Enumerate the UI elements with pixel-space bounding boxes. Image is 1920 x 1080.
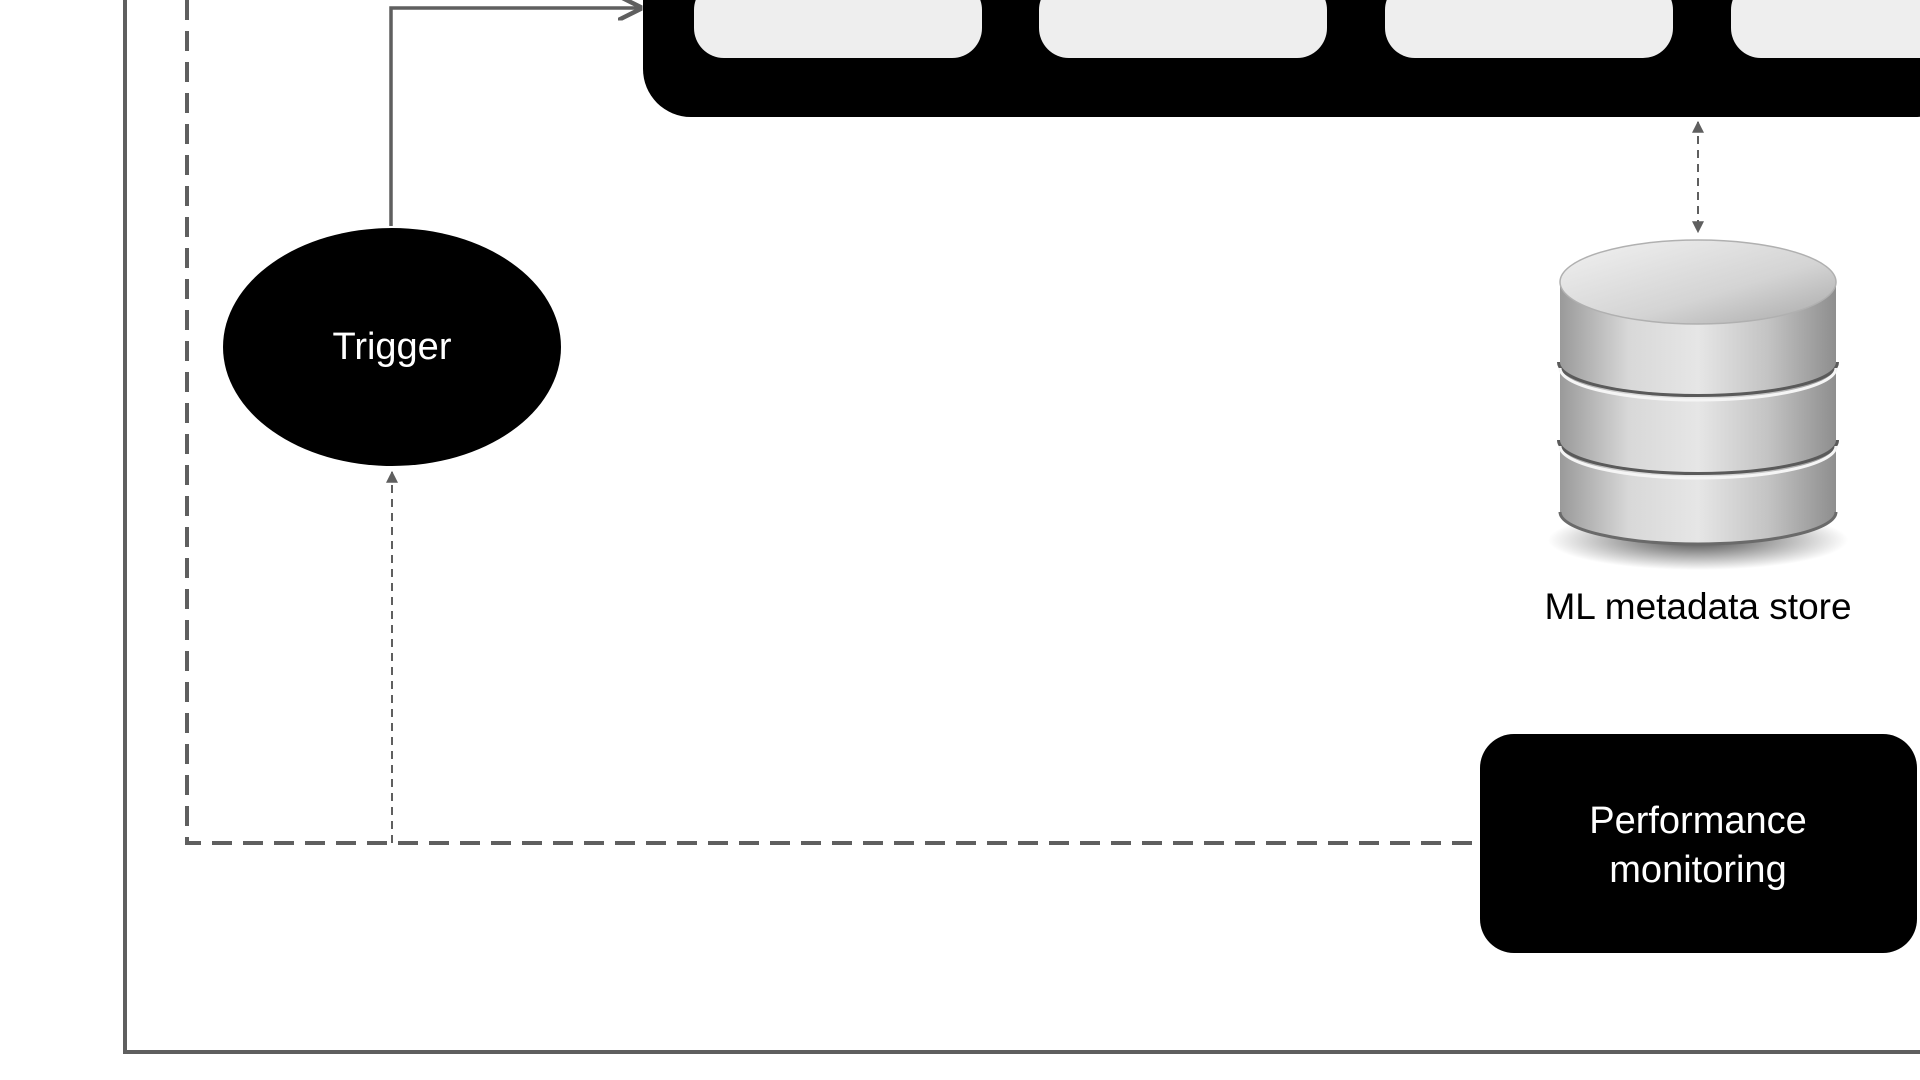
- performance-monitoring-box: [1480, 734, 1917, 953]
- trigger-ellipse: [223, 228, 561, 466]
- trigger-to-pipeline-arrow: [389, 8, 640, 226]
- performance-monitoring-label-line2: monitoring: [1609, 849, 1786, 891]
- metadata-store-label: ML metadata store: [1544, 586, 1851, 627]
- pipeline-step: [694, 0, 982, 58]
- pipeline-step: [1731, 0, 1920, 58]
- feedback-dashed-line: [185, 0, 1482, 845]
- pipeline-block: [643, 0, 1920, 117]
- pipeline-step: [1385, 0, 1673, 58]
- outer-frame: [123, 0, 1920, 1054]
- trigger-node: Trigger: [223, 228, 561, 466]
- trigger-label: Trigger: [333, 326, 452, 368]
- pipeline-step: [1039, 0, 1327, 58]
- database-top: [1559, 239, 1837, 325]
- performance-monitoring-label-line1: Performance: [1589, 800, 1807, 842]
- database-icon: [1548, 239, 1848, 570]
- performance-monitoring-node: Performance monitoring: [1480, 734, 1917, 953]
